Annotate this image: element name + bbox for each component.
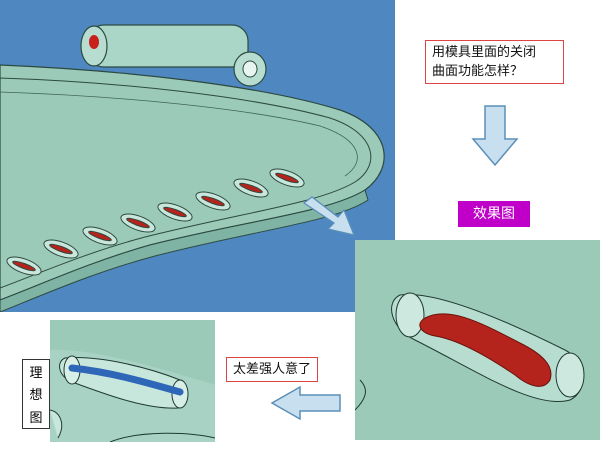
comment-callout: 太差强人意了 xyxy=(226,357,319,382)
ideal-label-char: 图 xyxy=(29,411,43,427)
ideal-label-char: 想 xyxy=(29,388,43,404)
main-model-render xyxy=(0,0,395,312)
result-label: 效果图 xyxy=(458,201,530,227)
left-arrow-icon xyxy=(270,385,341,421)
ideal-label-char: 理 xyxy=(29,365,43,381)
result-render xyxy=(355,240,600,440)
slot-group xyxy=(6,168,305,276)
question-callout: 用模具里面的关闭 曲面功能怎样？ xyxy=(425,40,564,84)
down-arrow-icon xyxy=(471,105,519,167)
ideal-label: 理 想 图 xyxy=(22,359,50,429)
ideal-render xyxy=(50,320,215,442)
diagonal-arrow-icon xyxy=(302,196,356,236)
